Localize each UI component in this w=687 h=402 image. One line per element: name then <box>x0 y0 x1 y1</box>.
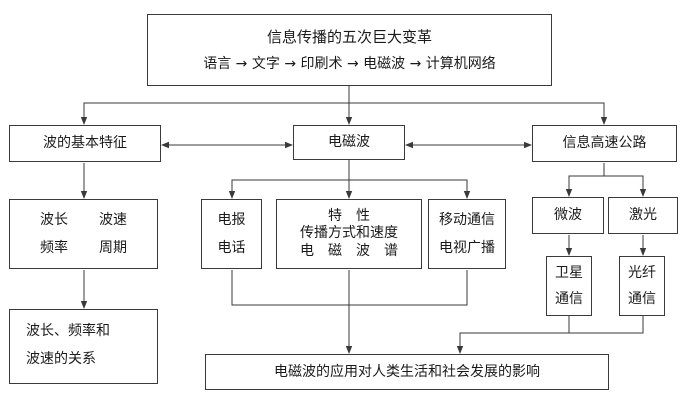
laser-label: 激光 <box>629 207 657 224</box>
telephone-label: 电话 <box>217 240 246 256</box>
arrow-2: → <box>284 55 297 72</box>
fiber-comm-label: 通信 <box>628 291 656 307</box>
arrow-3: → <box>346 55 359 72</box>
em-wave-box: 电磁波 <box>293 125 405 160</box>
frequency-label: 频率 <box>40 240 69 256</box>
wave-speed-label: 波速 <box>98 211 127 228</box>
connector-highway-to-impact <box>456 332 604 354</box>
fiber-communication-box: 光纤 通信 <box>619 256 665 316</box>
em-properties-line-3: 电 磁 波 谱 <box>300 242 398 259</box>
satellite-comm-label: 通信 <box>555 291 583 307</box>
connector-fiber-collector <box>568 316 644 334</box>
connector-em-left <box>228 179 349 199</box>
microwave-box: 微波 <box>532 197 604 234</box>
wavelength-label: 波长 <box>40 211 69 228</box>
connector-highway-microwave <box>565 175 604 197</box>
laser-box: 激光 <box>608 197 678 234</box>
wave-features-label: 波的基本特征 <box>43 135 127 152</box>
impact-label: 电磁波的应用对人类生活和社会发展的影响 <box>274 363 540 380</box>
stage-language: 语言 <box>203 55 232 72</box>
stage-writing: 文字 <box>251 55 280 72</box>
tv-broadcast-label: 电视广播 <box>439 240 495 256</box>
title-box: 信息传播的五次巨大变革 语言 → 文字 → 印刷术 → 电磁波 → 计算机网络 <box>147 14 552 86</box>
telegraph-label: 电报 <box>217 211 246 228</box>
mobile-communication-label: 移动通信 <box>439 211 495 228</box>
title-text: 信息传播的五次巨大变革 <box>266 27 432 46</box>
stage-printing: 印刷术 <box>300 55 343 72</box>
em-properties-line-2: 传播方式和速度 <box>300 225 398 242</box>
stage-sequence: 语言 → 文字 → 印刷术 → 电磁波 → 计算机网络 <box>203 53 496 75</box>
fiber-label: 光纤 <box>628 264 656 281</box>
wave-relation-line-2: 波速的关系 <box>26 351 96 368</box>
telecom-box: 电报 电话 <box>201 199 262 269</box>
em-wave-label: 电磁波 <box>328 134 370 151</box>
connector-title-branch <box>80 102 349 125</box>
em-properties-line-1: 特 性 <box>328 207 370 224</box>
wave-relation-line-1: 波长、频率和 <box>26 323 110 339</box>
arrow-1: → <box>235 55 248 72</box>
satellite-communication-box: 卫星 通信 <box>546 256 592 316</box>
satellite-label: 卫星 <box>555 264 583 281</box>
wave-quantities-row-2: 频率 周期 <box>40 237 127 259</box>
stage-em-wave: 电磁波 <box>363 55 406 72</box>
arrow-4: → <box>409 55 422 72</box>
mobile-tv-box: 移动通信 电视广播 <box>428 199 506 269</box>
em-properties-box: 特 性 传播方式和速度 电 磁 波 谱 <box>276 199 422 269</box>
info-highway-label: 信息高速公路 <box>562 135 647 152</box>
stage-computer-network: 计算机网络 <box>425 55 496 72</box>
period-label: 周期 <box>98 240 127 256</box>
connector-em-right <box>349 179 471 199</box>
wave-features-box: 波的基本特征 <box>9 125 161 162</box>
wave-quantities-row-1: 波长 波速 <box>40 209 127 231</box>
info-highway-box: 信息高速公路 <box>532 125 677 162</box>
wave-relation-box: 波长、频率和 波速的关系 <box>9 309 158 384</box>
connector-title-branch-right <box>349 102 608 125</box>
wave-quantities-box: 波长 波速 频率 周期 <box>9 199 158 269</box>
microwave-label: 微波 <box>554 207 582 224</box>
impact-box: 电磁波的应用对人类生活和社会发展的影响 <box>205 354 609 390</box>
connector-highway-laser <box>604 175 647 197</box>
